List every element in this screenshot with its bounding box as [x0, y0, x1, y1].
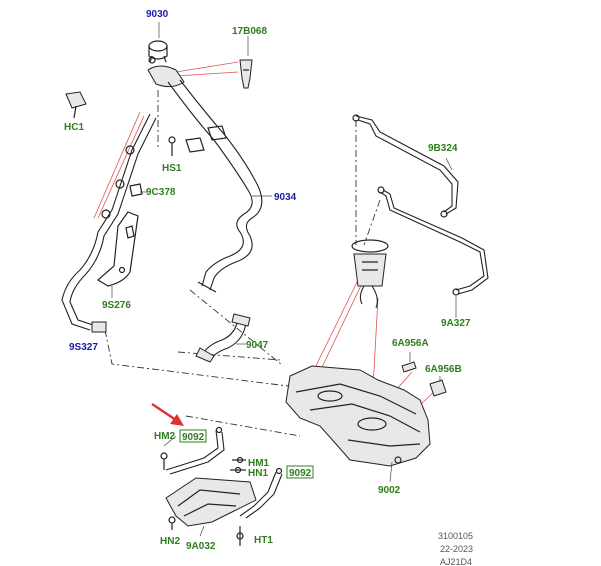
nut-hn2: [168, 516, 176, 530]
leader-HM2: [163, 435, 177, 447]
label-HT1: HT1: [254, 535, 273, 546]
label-9A327: 9A327: [441, 318, 471, 329]
fuel-pump-module: [351, 239, 389, 309]
bracket-9092-right: [239, 467, 283, 519]
footer-line-2: 22-2023: [440, 544, 473, 554]
bracket-9092-left: [165, 426, 225, 475]
label-HC1: HC1: [64, 122, 84, 133]
highlight-arrow: [151, 403, 184, 426]
label-HN2: HN2: [160, 536, 180, 547]
footer-line-1: 3100105: [438, 531, 473, 541]
strap-6a956a: [401, 361, 417, 373]
heat-shield-9a032: [165, 477, 257, 527]
fuel-line-9a327: [377, 186, 489, 296]
bracket-9s276: [96, 211, 139, 287]
hose-9047: [195, 313, 251, 363]
label-9092-right: 9092: [289, 468, 312, 479]
strap-6a956b: [429, 379, 447, 397]
filler-cap-part: [148, 40, 168, 64]
tether-part: [239, 59, 253, 89]
leader-9A032: [199, 525, 205, 537]
labels: 9030 17B068 HC1 HS1 9C378 9034 9B324 9S2…: [64, 9, 471, 552]
screw-hs1: [168, 136, 176, 156]
clip-hc1: [65, 91, 87, 119]
label-HM1: HM1: [248, 458, 270, 469]
label-HN1: HN1: [248, 468, 268, 479]
connection-lines: [104, 90, 381, 437]
label-6A956A: 6A956A: [392, 338, 429, 349]
label-6A956B: 6A956B: [425, 364, 462, 375]
label-9002: 9002: [378, 485, 401, 496]
bolt-hm2: [160, 452, 168, 470]
leader-9002: [389, 461, 393, 483]
bolt-hm1: [232, 456, 246, 464]
label-9092-left: 9092: [182, 432, 205, 443]
label-box-9092-right: [286, 465, 314, 479]
fuel-tank-9002: [285, 365, 431, 467]
label-9C378: 9C378: [146, 187, 176, 198]
label-9B324: 9B324: [428, 143, 458, 154]
label-9A032: 9A032: [186, 541, 216, 552]
bolt-ht1: [236, 526, 244, 546]
clip-9c378: [129, 183, 143, 197]
label-9047: 9047: [246, 340, 269, 351]
footer-line-3: AJ21D4: [440, 557, 472, 566]
label-HS1: HS1: [162, 163, 182, 174]
label-box-9092-left: [179, 429, 207, 443]
nut-hn1: [230, 466, 246, 474]
filler-neck-pipe: [147, 65, 263, 293]
label-9S276: 9S276: [102, 300, 131, 311]
fuel-line-9b324: [352, 114, 459, 218]
leader-9B324: [445, 157, 453, 171]
reference-footer: 3100105 22-2023 AJ21D4: [438, 531, 473, 566]
label-9034: 9034: [274, 192, 297, 203]
label-17B068: 17B068: [232, 26, 267, 37]
label-9030: 9030: [146, 9, 169, 20]
label-9S327: 9S327: [69, 342, 98, 353]
label-HM2: HM2: [154, 431, 176, 442]
vent-line-9s327: [61, 113, 157, 333]
